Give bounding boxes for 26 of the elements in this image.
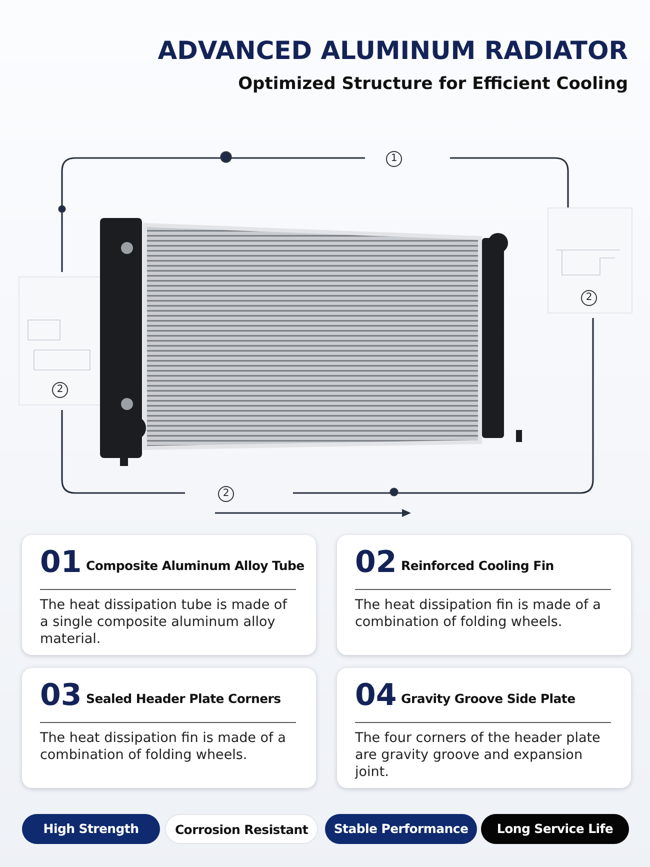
feature-description: The four corners of the header plate are gravity groove and expansion joint.: [355, 730, 602, 781]
subtitle: Optimized Structure for Efficient Cooling: [237, 74, 628, 94]
feature-tag: Corrosion Resistant: [165, 814, 318, 844]
feature-tag: Stable Performance: [325, 814, 477, 844]
title: ADVANCED ALUMINUM RADIATOR: [156, 36, 628, 65]
feature-description: The heat dissipation fin is made of a combination of folding wheels.: [40, 730, 287, 764]
feature-number: 03: [40, 678, 82, 713]
feature-card: [22, 668, 316, 788]
feature-number: 04: [355, 678, 397, 713]
feature-heading: Gravity Groove Side Plate: [401, 691, 576, 706]
callout-number: 2: [52, 382, 68, 398]
callout-number: 1: [386, 151, 402, 167]
feature-tag: Long Service Life: [481, 814, 629, 844]
feature-heading: Composite Aluminum Alloy Tube: [86, 558, 304, 573]
feature-number: 01: [40, 545, 82, 580]
feature-description: The heat dissipation fin is made of a combination of folding wheels.: [355, 597, 602, 631]
feature-description: The heat dissipation tube is made of a single composite aluminum alloy material.: [40, 597, 288, 648]
feature-number: 02: [355, 545, 397, 580]
callout-number: 2: [218, 486, 234, 502]
feature-heading: Reinforced Cooling Fin: [401, 558, 554, 573]
feature-card: [22, 535, 316, 655]
feature-tag: High Strength: [22, 814, 160, 844]
feature-card: [337, 535, 631, 655]
callout-number: 2: [581, 290, 597, 306]
feature-heading: Sealed Header Plate Corners: [86, 691, 281, 706]
feature-card: [337, 668, 631, 788]
